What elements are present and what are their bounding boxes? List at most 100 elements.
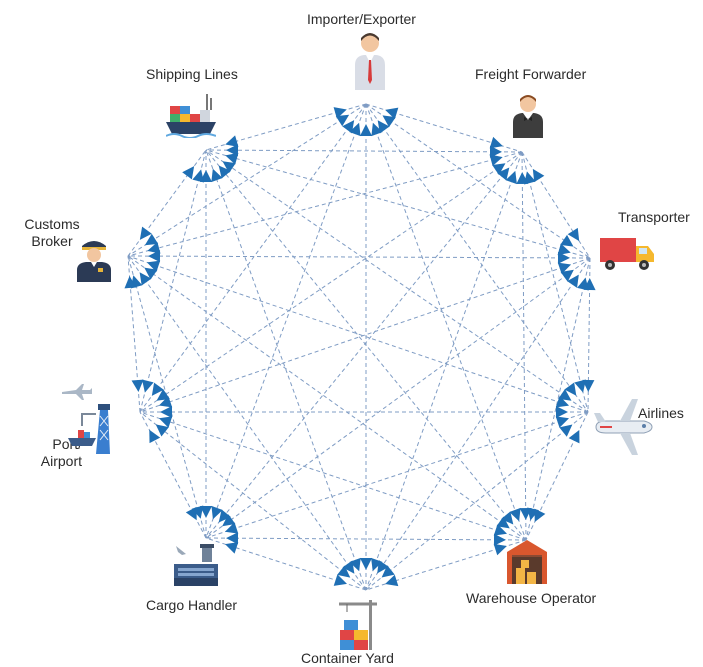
arrowhead: [182, 166, 195, 180]
arrowhead: [156, 389, 170, 401]
arrowhead: [222, 161, 236, 174]
arrowhead: [489, 136, 503, 149]
label-freight-forwarder: Freight Forwarder: [475, 66, 587, 82]
connection-line: [139, 151, 523, 413]
arrowhead: [492, 163, 506, 175]
arrowhead: [574, 379, 586, 393]
arrowhead: [225, 532, 239, 545]
arrowhead: [360, 124, 372, 136]
airplane-icon: [594, 399, 653, 455]
arrowhead: [124, 275, 137, 289]
arrowhead: [149, 429, 161, 444]
arrowhead: [147, 242, 161, 254]
customs-officer-icon: [77, 241, 111, 282]
connection-line: [127, 255, 141, 413]
connection-line: [127, 255, 589, 413]
connection-line: [205, 149, 591, 259]
label-customs-broker: Customs Broker: [24, 216, 80, 249]
arrowhead: [139, 226, 152, 240]
connection-line: [127, 103, 367, 257]
arrowhead: [577, 277, 589, 291]
arrowhead: [349, 557, 361, 572]
connection-line: [521, 151, 589, 413]
arrowhead: [557, 262, 572, 275]
arrowhead: [497, 167, 510, 181]
arrowhead: [377, 560, 389, 574]
arrowhead: [160, 406, 172, 418]
arrowhead: [335, 114, 350, 127]
arrowhead: [158, 395, 173, 408]
arrowhead: [382, 115, 396, 128]
arrowhead: [333, 107, 347, 119]
arrowhead: [139, 272, 152, 286]
connection-line: [365, 257, 591, 591]
arrowhead: [582, 379, 595, 393]
arrowhead: [146, 260, 161, 272]
arrowhead: [501, 511, 514, 525]
connection-line: [521, 151, 527, 541]
arrowhead: [567, 227, 580, 242]
arrowhead: [560, 234, 574, 247]
arrowhead: [489, 154, 503, 166]
businessman-icon: [355, 33, 385, 90]
arrowhead: [225, 144, 239, 157]
arrowhead: [509, 507, 521, 522]
arrowhead: [151, 382, 164, 396]
label-importer-exporter: Importer/Exporter: [307, 11, 416, 27]
connection-line: [139, 411, 367, 591]
arrowhead: [155, 424, 169, 437]
arrowhead: [532, 168, 545, 183]
arrowhead: [224, 522, 239, 534]
arrowhead: [516, 171, 529, 185]
connection-line: [205, 103, 367, 539]
arrowhead: [342, 120, 355, 134]
arrowhead: [560, 269, 574, 282]
label-container-yard: Container Yard: [301, 650, 394, 666]
arrowhead: [222, 514, 236, 527]
arrowhead: [493, 543, 507, 556]
connection-line: [205, 537, 527, 541]
connection-line: [365, 411, 589, 591]
arrowhead: [557, 243, 571, 256]
connection-line: [127, 255, 367, 591]
arrowhead: [381, 565, 395, 578]
arrowhead: [200, 506, 212, 518]
label-shipping-lines: Shipping Lines: [146, 66, 238, 82]
arrowhead: [333, 574, 347, 586]
arrowhead: [191, 505, 204, 519]
arrowhead: [493, 533, 507, 546]
port-tower-icon: [62, 384, 110, 454]
label-warehouse-operator: Warehouse Operator: [466, 590, 597, 606]
arrowhead: [218, 509, 231, 523]
connection-line: [139, 257, 591, 413]
arrowhead: [349, 122, 361, 137]
connection-line: [365, 151, 523, 591]
arrowhead: [141, 379, 154, 393]
connection-line: [365, 103, 591, 259]
arrowhead: [555, 416, 570, 428]
connection-line: [139, 411, 527, 541]
arrowhead: [211, 168, 223, 183]
arrowhead: [534, 508, 546, 523]
arrowhead: [158, 416, 173, 428]
arrowhead: [225, 135, 239, 147]
arrowhead: [144, 267, 158, 280]
arrowhead: [385, 574, 399, 587]
arrowhead: [225, 152, 239, 165]
arrowhead: [493, 524, 508, 536]
arrowhead: [225, 542, 239, 554]
arrowhead: [505, 170, 517, 185]
arrowhead: [360, 558, 372, 570]
warehouse-icon: [507, 540, 547, 584]
arrowhead: [557, 251, 571, 264]
connection-line: [205, 149, 523, 153]
connection-line: [205, 149, 527, 541]
arrowhead: [385, 107, 399, 120]
arrowhead: [558, 388, 572, 401]
arrowhead: [564, 382, 577, 396]
label-cargo-handler: Cargo Handler: [146, 597, 238, 613]
arrowhead: [559, 424, 573, 437]
connection-line: [127, 255, 591, 259]
arrowhead: [211, 505, 223, 520]
